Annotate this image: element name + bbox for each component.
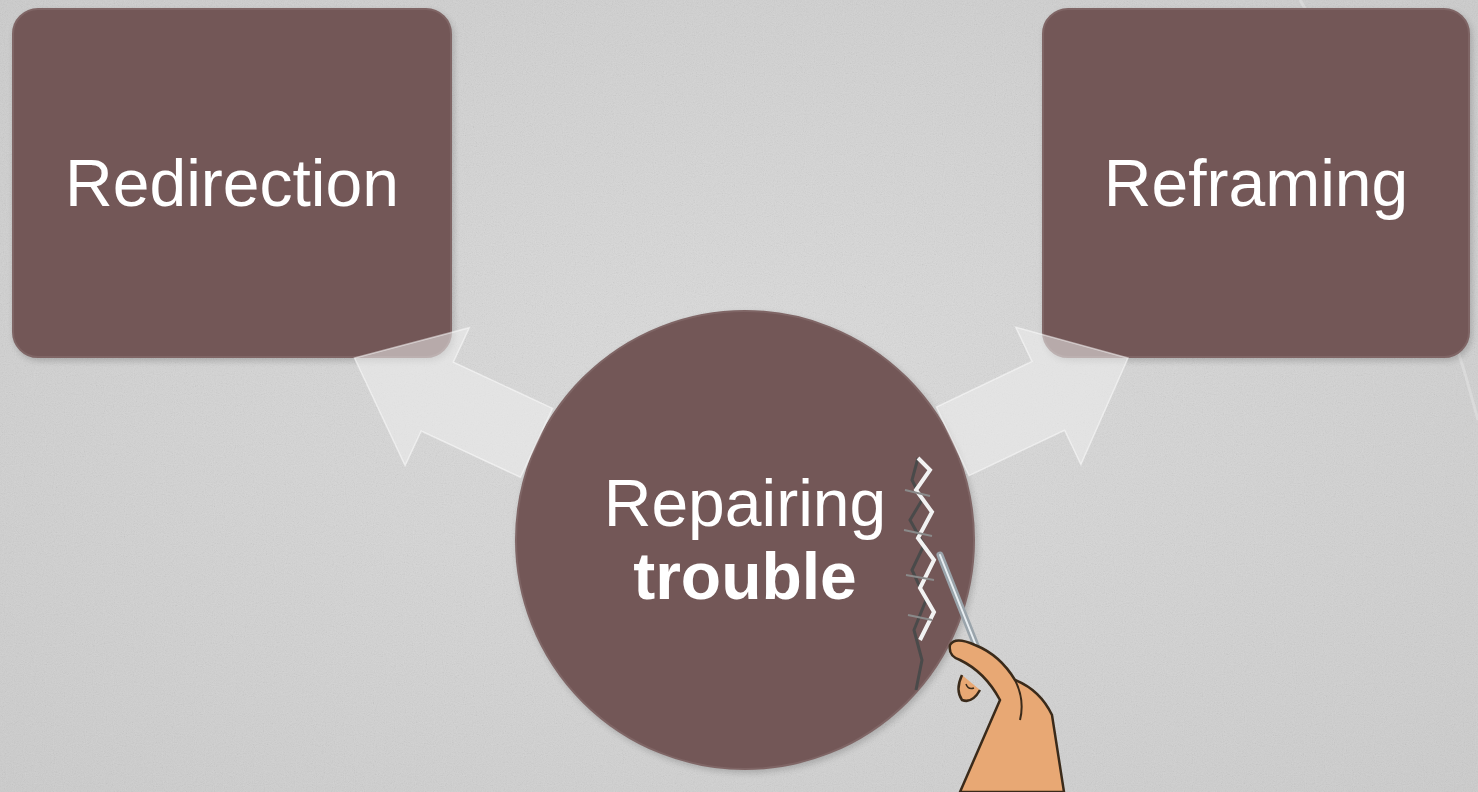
needle bbox=[940, 555, 985, 668]
block-arrow bbox=[936, 327, 1128, 475]
node-label: trouble bbox=[633, 540, 857, 613]
process-box: Reframing bbox=[1042, 8, 1470, 358]
process-box: Redirection bbox=[12, 8, 452, 358]
node-label: Redirection bbox=[65, 147, 399, 220]
hand bbox=[950, 641, 1064, 792]
node-label: Repairing bbox=[604, 467, 887, 540]
tear-stitch bbox=[904, 458, 934, 690]
node-label: Reframing bbox=[1104, 147, 1408, 220]
central-circle: Repairingtrouble bbox=[515, 310, 975, 770]
block-arrow bbox=[355, 328, 553, 478]
